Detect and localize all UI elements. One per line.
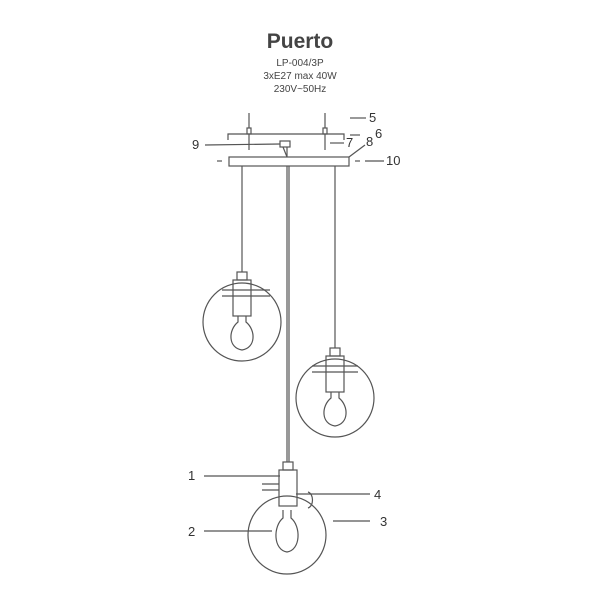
model-number: LP-004/3P — [276, 58, 324, 69]
terminal-block — [279, 140, 291, 158]
callout-7: 7 — [346, 135, 354, 150]
canopy-plate — [228, 156, 350, 167]
callout-1: 1 — [188, 468, 196, 483]
callout-10: 10 — [386, 153, 401, 168]
bulb-spec: 3xE27 max 40W — [263, 71, 337, 82]
product-title: Puerto — [266, 30, 334, 53]
callout-9: 9 — [192, 137, 200, 152]
callout-2: 2 — [188, 524, 196, 539]
mounting-bracket — [227, 133, 345, 140]
pendant-lamp-left — [202, 271, 282, 362]
ceiling-screw-right — [322, 113, 328, 150]
callout-4: 4 — [374, 487, 382, 502]
callout-8: 8 — [366, 134, 374, 149]
pendant-lamp-right — [295, 347, 375, 438]
callout-6: 6 — [375, 126, 383, 141]
callout-5: 5 — [369, 110, 377, 125]
pendant-lamp-center — [247, 461, 327, 575]
voltage-spec: 230V~50Hz — [273, 84, 327, 95]
callout-3: 3 — [380, 514, 388, 529]
